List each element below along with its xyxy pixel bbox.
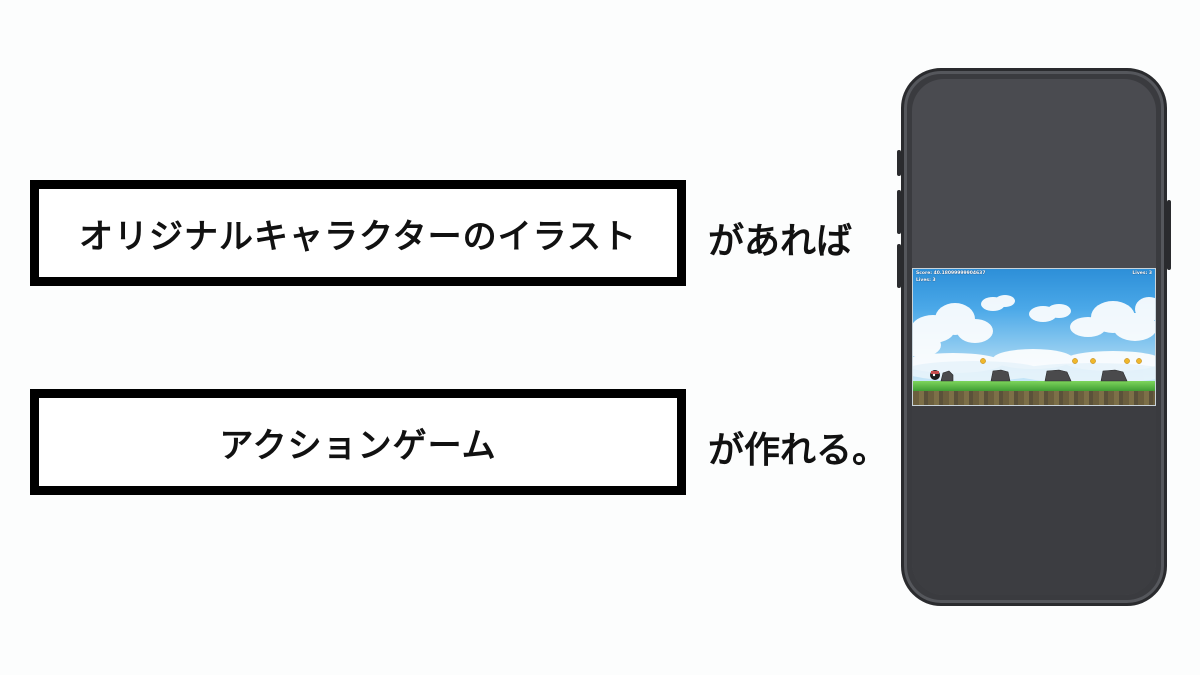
headline-box-action-game: アクションゲーム [30,389,686,495]
game-ground-dirt [913,391,1155,405]
phone-mute-switch [897,150,901,176]
coin-icon [1072,358,1078,364]
coin-icon [1136,358,1142,364]
player-character-icon[interactable] [930,370,940,380]
game-lives-label-left: Lives: 3 [916,278,936,283]
coin-icon [1124,358,1130,364]
coin-icon [1090,358,1096,364]
game-clouds [913,295,1155,381]
game-score-label: Score: 40.18099999904637 [916,271,986,276]
headline-text-1: オリジナルキャラクターのイラスト [79,216,637,257]
headline-text-2: アクションゲーム [219,425,497,466]
game-lives-label-right: Lives: 3 [1132,271,1152,276]
rock-obstacle-icon [1100,369,1128,382]
game-ground-grass [913,381,1155,391]
headline-suffix-1: があれば [708,221,853,262]
coin-icon [980,358,986,364]
rock-obstacle-icon [990,369,1011,382]
rock-obstacle-icon [940,370,954,382]
headline-box-original-character: オリジナルキャラクターのイラスト [30,180,686,286]
phone-volume-down-button [897,244,901,288]
rock-obstacle-icon [1044,369,1072,382]
phone-power-button [1167,200,1171,270]
game-sky: Score: 40.18099999904637 Lives: 3 Lives:… [913,269,1155,381]
game-sprites [930,358,1142,382]
phone-volume-up-button [897,190,901,234]
headline-suffix-2: が作れる。 [708,430,889,471]
phone-screen-lower [912,405,1156,595]
game-screen[interactable]: Score: 40.18099999904637 Lives: 3 Lives:… [912,268,1156,406]
